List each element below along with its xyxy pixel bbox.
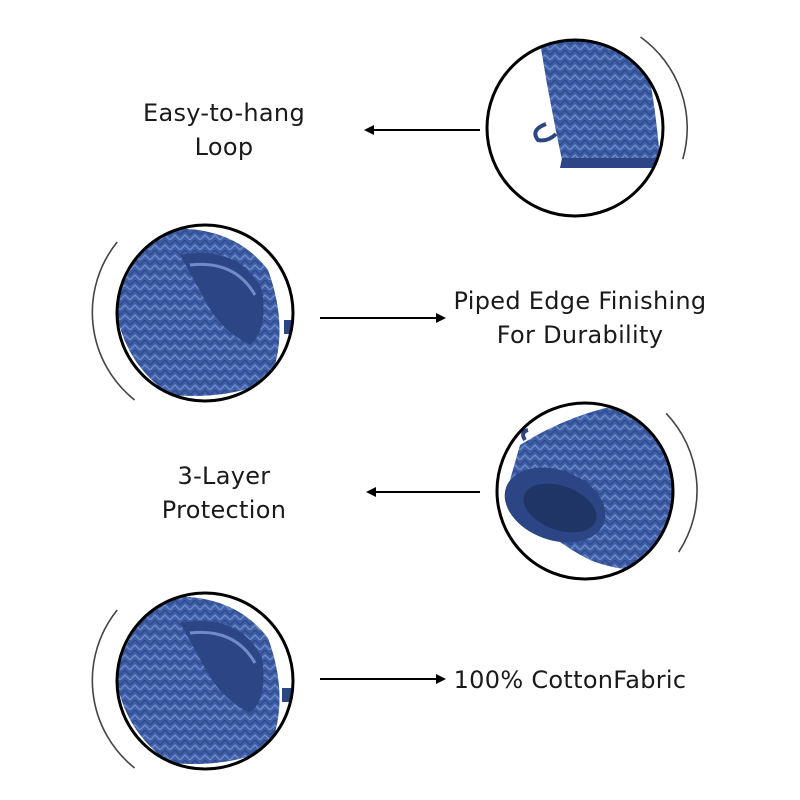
feature-label-line: 100% CottonFabric — [453, 666, 687, 694]
arrow-right-icon — [320, 313, 446, 323]
mitt-cotton-fabric-photo — [117, 593, 293, 769]
mitt-piped-edge-photo — [117, 225, 293, 401]
feature-label-line: Easy-to-hang — [143, 99, 305, 127]
mitt-cuff-loop-photo — [487, 40, 663, 216]
feature-label-line: Piped Edge Finishing — [453, 287, 707, 315]
arrow-left-icon — [364, 125, 480, 135]
feature-label-line: 3-Layer — [177, 462, 271, 490]
feature-label-piped-edge: Piped Edge Finishing For Durability — [430, 284, 730, 352]
accent-arc — [91, 241, 136, 401]
image-ring — [485, 38, 665, 218]
feature-label-line: For Durability — [496, 321, 664, 349]
feature-label-line: Loop — [194, 133, 254, 161]
feature-label-cotton: 100% CottonFabric — [440, 663, 700, 697]
image-ring — [115, 223, 295, 403]
feature-layers — [366, 401, 698, 581]
feature-label-loop: Easy-to-hang Loop — [124, 96, 324, 164]
feature-loop — [364, 36, 688, 218]
image-ring — [495, 401, 675, 581]
accent-arc — [91, 609, 136, 769]
arrow-left-icon — [366, 487, 480, 497]
feature-cotton — [91, 591, 446, 771]
feature-label-layers: 3-Layer Protection — [124, 459, 324, 527]
image-ring — [115, 591, 295, 771]
accent-arc — [640, 36, 688, 160]
mitt-opening-layers-photo — [497, 403, 673, 579]
feature-piped-edge — [91, 223, 446, 403]
accent-arc — [665, 412, 698, 553]
feature-label-line: Protection — [161, 496, 287, 524]
arrow-right-icon — [320, 674, 446, 684]
